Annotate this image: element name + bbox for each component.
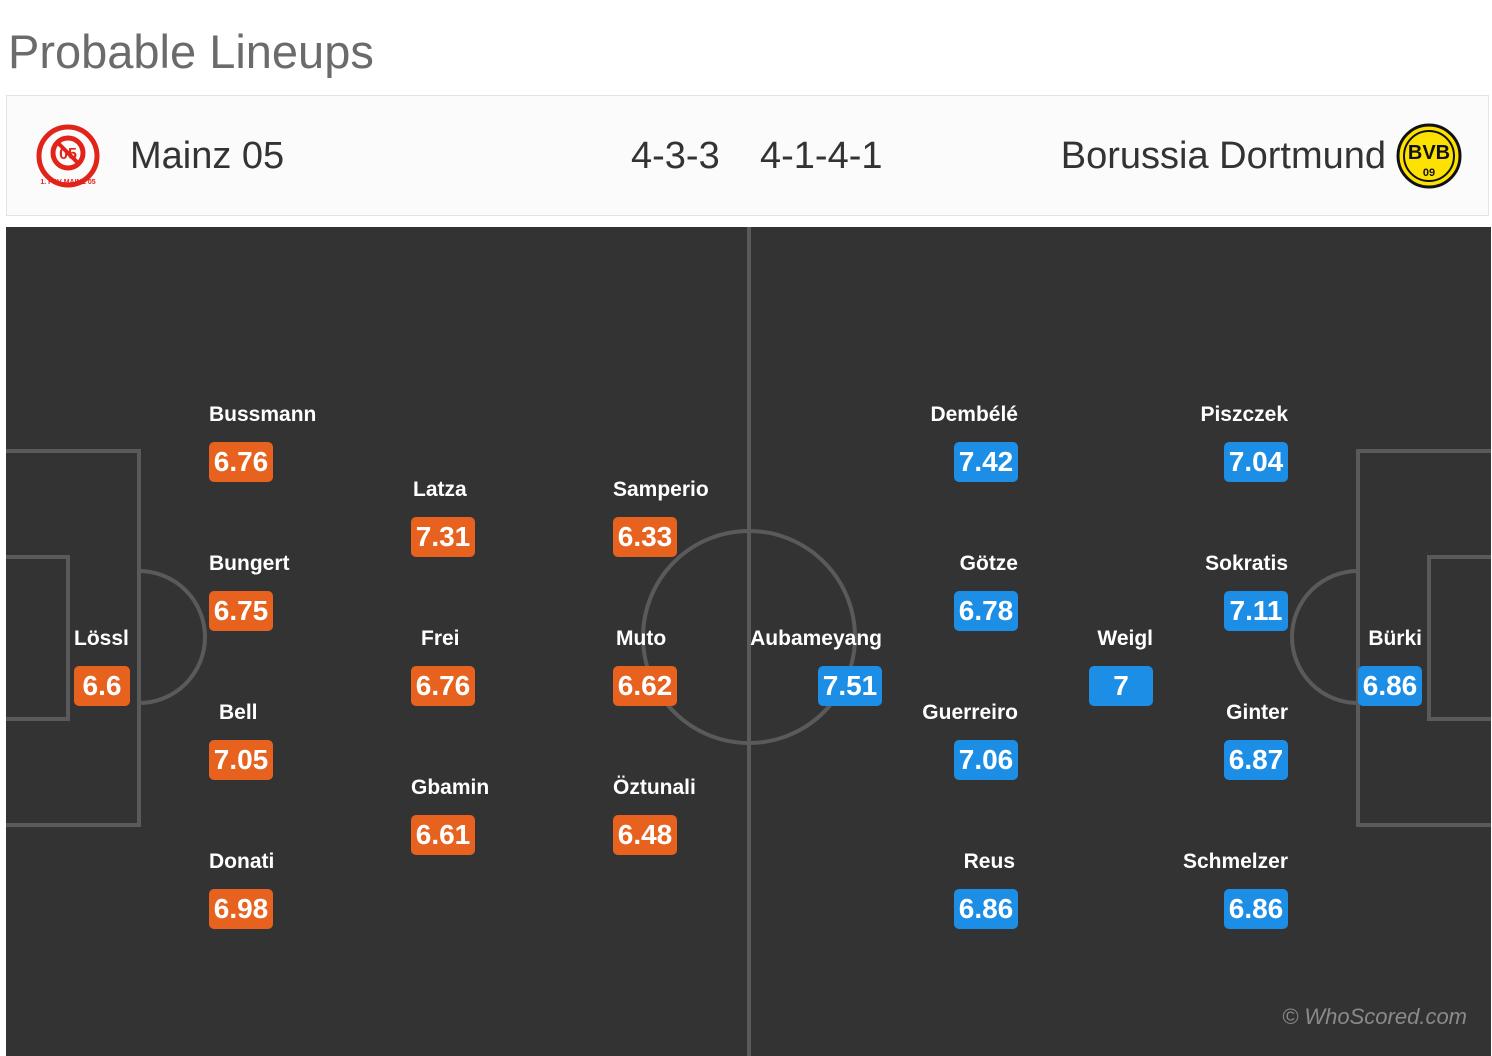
player-rating: 6.33 [613, 517, 677, 557]
player-rating: 7.42 [954, 442, 1018, 482]
page-title: Probable Lineups [8, 25, 374, 78]
away-team-name[interactable]: Borussia Dortmund [1060, 135, 1386, 177]
player-rating: 7.31 [411, 517, 475, 557]
player-rating: 6.48 [613, 815, 677, 855]
pitch: Lössl 6.6 Bussmann 6.76 Bungert 6.75 Bel… [6, 227, 1491, 1056]
player-name: Weigl [1097, 627, 1153, 650]
player-name: Bussmann [209, 403, 317, 426]
whoscored-watermark: © WhoScored.com [1282, 1004, 1467, 1029]
player-rating: 6.76 [209, 442, 273, 482]
player-rating: 6.86 [1358, 666, 1422, 706]
home-formation: 4-3-3 [631, 135, 720, 177]
player-name: Gbamin [411, 776, 490, 799]
player-rating: 7.06 [954, 740, 1018, 780]
player-rating: 6.86 [954, 889, 1018, 929]
player-rating: 7.51 [818, 666, 882, 706]
player-rating: 6.86 [1224, 889, 1288, 929]
player-rating: 6.75 [209, 591, 273, 631]
player-name: Dembélé [930, 403, 1018, 426]
player-name: Lössl [74, 627, 129, 650]
svg-text:09: 09 [1423, 167, 1435, 179]
player-rating: 6.76 [411, 666, 475, 706]
crest-text: 1. FSV MAINZ 05 [40, 179, 95, 186]
home-team-name[interactable]: Mainz 05 [130, 135, 285, 177]
away-formation: 4-1-4-1 [760, 135, 883, 177]
svg-text:BVB: BVB [1408, 142, 1450, 164]
player-name: Latza [413, 478, 467, 501]
player-name: Bungert [209, 552, 290, 575]
player-rating: 6.98 [209, 889, 273, 929]
player-name: Guerreiro [922, 701, 1018, 724]
player-name: Schmelzer [1182, 850, 1288, 873]
player-name: Reus [963, 850, 1015, 873]
bvb-crest-icon: BVB 09 [1396, 123, 1462, 189]
player-rating: 6.87 [1224, 740, 1288, 780]
player-name: Piszczek [1200, 403, 1288, 426]
player-rating: 6.61 [411, 815, 475, 855]
player-rating: 7.05 [209, 740, 273, 780]
player-rating: 7.04 [1224, 442, 1288, 482]
player-rating: 6.62 [613, 666, 677, 706]
player-name: Sokratis [1205, 552, 1288, 575]
player-name: Muto [616, 627, 667, 650]
player-name: Frei [421, 627, 460, 650]
svg-text:05: 05 [59, 146, 77, 163]
player-rating: 6.6 [74, 666, 130, 706]
player-name: Ginter [1226, 701, 1288, 724]
player-name: Götze [959, 552, 1018, 575]
player-rating: 7.11 [1224, 591, 1288, 631]
player-name: Aubameyang [750, 627, 882, 650]
player-rating: 6.78 [954, 591, 1018, 631]
player-name: Bürki [1368, 627, 1422, 650]
player-name: Donati [209, 850, 275, 873]
player-name: Öztunali [613, 776, 696, 799]
player-rating: 7 [1089, 666, 1153, 706]
player-name: Samperio [613, 478, 709, 501]
match-header: 05 1. FSV MAINZ 05 Mainz 05 4-3-3 4-1-4-… [6, 95, 1489, 216]
player-name: Bell [219, 701, 258, 724]
mainz-05-crest-icon: 05 1. FSV MAINZ 05 [36, 124, 100, 188]
pitch-markings [6, 227, 1491, 1056]
